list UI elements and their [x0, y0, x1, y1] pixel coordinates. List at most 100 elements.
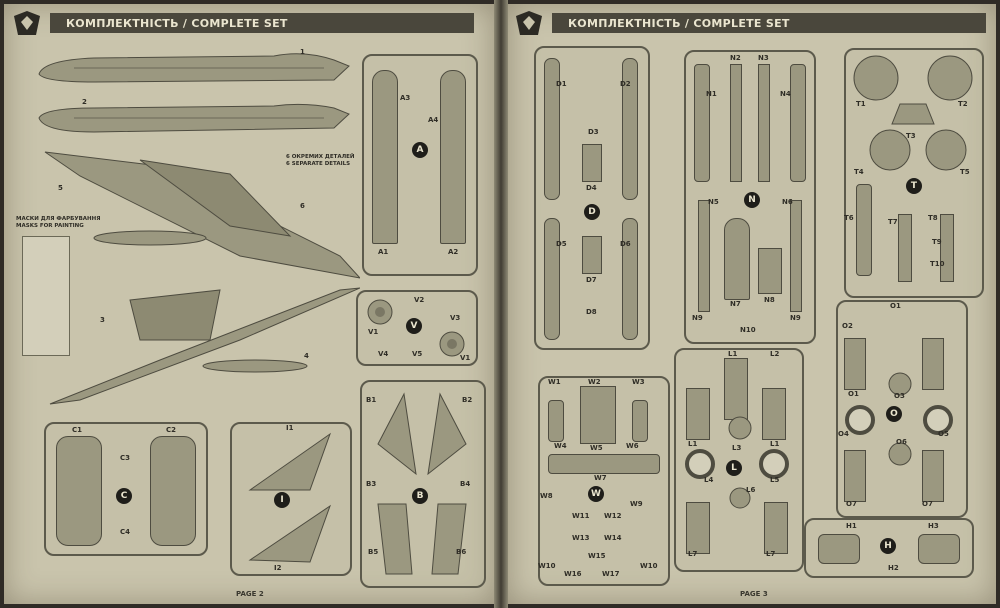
part-l1-top: [724, 358, 748, 420]
label-t5: T5: [960, 168, 970, 176]
label-n7: N7: [730, 300, 741, 308]
sprue-badge-w: W: [588, 486, 604, 502]
label-o4: O4: [838, 430, 849, 438]
part-n3: [758, 64, 770, 182]
page-number-right: PAGE 3: [740, 590, 768, 598]
label-w15: W15: [588, 552, 606, 560]
sprue-badge-v: V: [406, 318, 422, 334]
part-t7: [898, 214, 912, 282]
label-o5: O5: [938, 430, 949, 438]
parts-i1-i2: [248, 432, 331, 563]
label-a2: A2: [448, 248, 459, 256]
label-v1-left: V1: [368, 328, 379, 336]
parts-b: [377, 392, 467, 575]
label-v1-right: V1: [460, 354, 471, 362]
part-o7-left: [844, 450, 866, 502]
part-o1-right: [922, 338, 944, 390]
part-n4: [790, 64, 806, 182]
sprue-badge-n: N: [744, 192, 760, 208]
parts-t-domes: [853, 55, 973, 171]
label-b3: B3: [366, 480, 377, 488]
part-h3: [918, 534, 960, 564]
label-w5: W5: [590, 444, 603, 452]
part-number-3: 3: [100, 316, 105, 324]
label-n2: N2: [730, 54, 741, 62]
part-t9: [940, 214, 954, 282]
part-c1: [56, 436, 102, 546]
label-i2: I2: [274, 564, 282, 572]
label-w10-right: W10: [640, 562, 658, 570]
page-header-left: КОМПЛЕКТНІСТЬ / COMPLETE SET: [12, 11, 474, 35]
label-o1-top: O1: [890, 302, 901, 310]
part-number-2: 2: [82, 98, 87, 106]
drop-tank-2: [202, 359, 308, 373]
label-o6: O6: [896, 438, 907, 446]
part-n7: [724, 218, 750, 300]
part-h1: [818, 534, 860, 564]
label-c4: C4: [120, 528, 131, 536]
wing-upper-5-6: [44, 151, 360, 279]
label-w9: W9: [630, 500, 643, 508]
label-n9-right: N9: [790, 314, 801, 322]
part-d7: [582, 236, 602, 274]
sprue-badge-a: A: [412, 142, 428, 158]
label-o1-left: O1: [848, 390, 859, 398]
sprue-badge-t: T: [906, 178, 922, 194]
label-d1: D1: [556, 80, 567, 88]
label-o7-left: O7: [846, 500, 857, 508]
part-number-1: 1: [300, 48, 305, 56]
label-w3: W3: [632, 378, 645, 386]
label-n9-left: N9: [692, 314, 703, 322]
part-l1-left: [686, 388, 710, 440]
label-l7-left: L7: [688, 550, 698, 558]
label-l6: L6: [746, 486, 756, 494]
label-b4: B4: [460, 480, 471, 488]
part-l7-right: [764, 502, 788, 554]
wheel-v1-right: [439, 331, 465, 357]
label-l5: L5: [770, 476, 780, 484]
part-l1-right: [762, 388, 786, 440]
part-a2: [440, 70, 466, 244]
part-n1: [694, 64, 710, 182]
fuselage-half-2: [38, 103, 350, 133]
sprue-badge-d: D: [584, 204, 600, 220]
label-t9: T9: [932, 238, 942, 246]
label-o2: O2: [842, 322, 853, 330]
part-d1: [544, 58, 560, 200]
brand-logo-icon: [14, 11, 40, 35]
label-w8: W8: [540, 492, 553, 500]
part-n6: [790, 200, 802, 312]
part-t6: [856, 184, 872, 276]
label-v4: V4: [378, 350, 389, 358]
rings-o: [845, 372, 953, 466]
label-t6: T6: [844, 214, 854, 222]
part-d2: [622, 58, 638, 200]
page-number-left: PAGE 2: [236, 590, 264, 598]
part-number-6: 6: [300, 202, 305, 210]
part-d4: [582, 144, 602, 182]
wheel-v1-left: [367, 299, 393, 325]
part-w6: [632, 400, 648, 442]
fuselage-half-1: [38, 53, 350, 83]
drop-tank: [93, 230, 207, 246]
page-right: КОМПЛЕКТНІСТЬ / COMPLETE SET D D1 D2 D3 …: [508, 4, 996, 604]
label-l1-top: L1: [728, 350, 738, 358]
label-w14: W14: [604, 534, 622, 542]
sprue-badge-o: O: [886, 406, 902, 422]
label-v3: V3: [450, 314, 461, 322]
label-b6: B6: [456, 548, 467, 556]
label-w12: W12: [604, 512, 622, 520]
label-l3: L3: [732, 444, 742, 452]
label-n4: N4: [780, 90, 791, 98]
label-t3: T3: [906, 132, 916, 140]
part-number-5: 5: [58, 184, 63, 192]
label-w1: W1: [548, 378, 561, 386]
label-w10-left: W10: [538, 562, 556, 570]
label-w17: W17: [602, 570, 620, 578]
sprue-b: [360, 380, 486, 588]
part-n8: [758, 248, 782, 294]
label-b5: B5: [368, 548, 379, 556]
label-n3: N3: [758, 54, 769, 62]
label-a1: A1: [378, 248, 389, 256]
